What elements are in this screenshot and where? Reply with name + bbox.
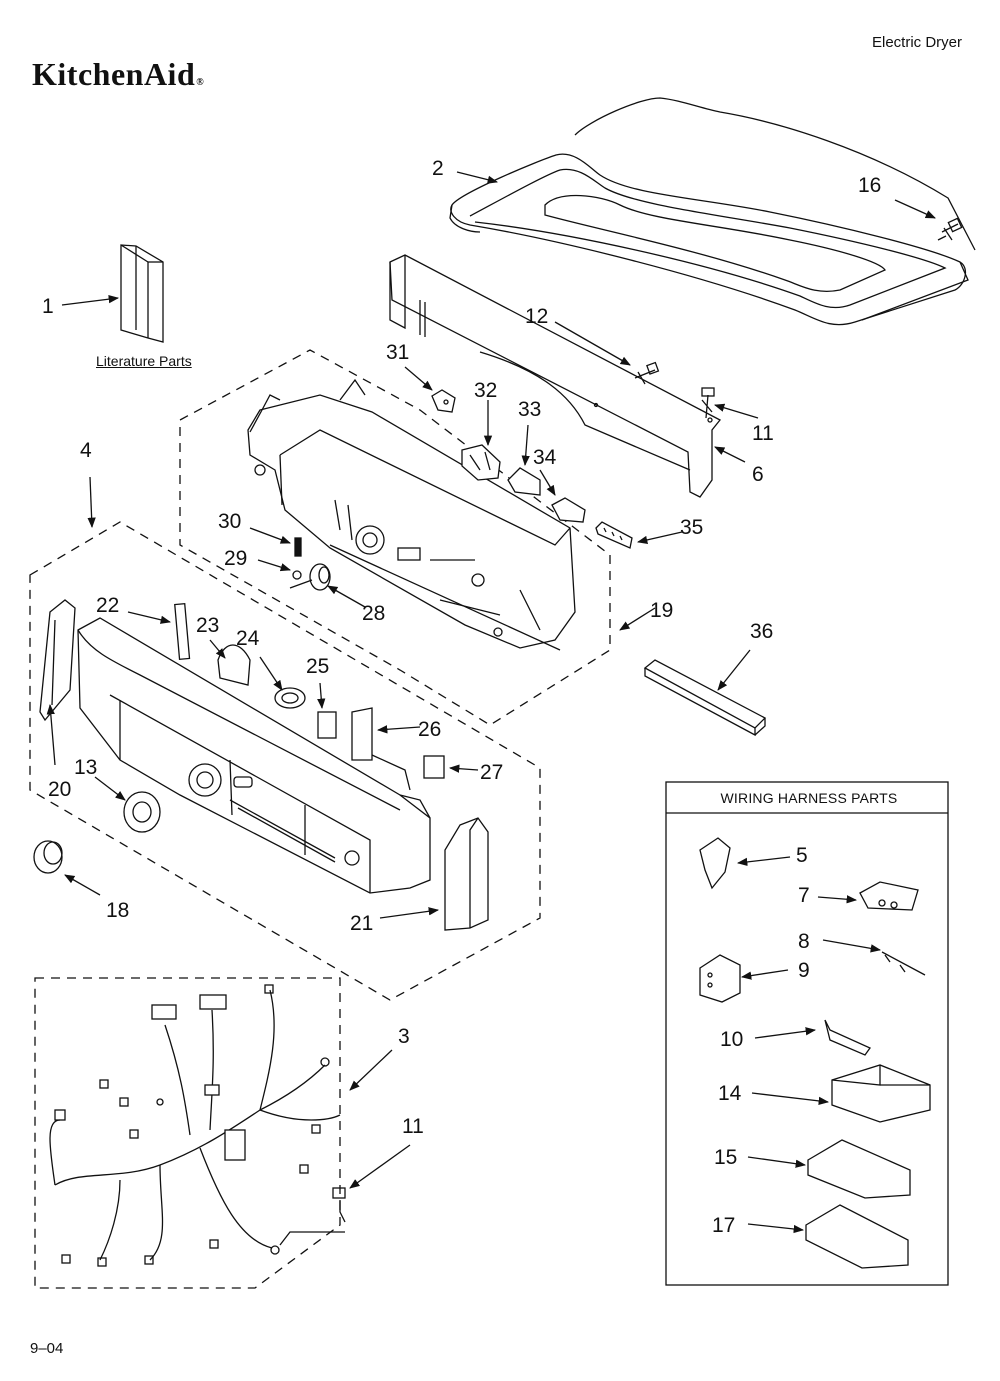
- callout-14: 14: [718, 1082, 742, 1105]
- ball-29: [292, 570, 302, 580]
- callout-30: 30: [218, 510, 241, 533]
- literature-parts-label: Literature Parts: [96, 353, 192, 369]
- callout-32: 32: [474, 379, 497, 402]
- top-panel: [449, 97, 976, 326]
- callout-11-bottom: 11: [402, 1115, 424, 1138]
- callout-19: 19: [650, 599, 673, 622]
- callout-33: 33: [518, 398, 541, 421]
- callout-24: 24: [236, 627, 260, 650]
- group-4-boundary: [29, 521, 541, 1001]
- spring-30: [294, 537, 302, 557]
- callout-4: 4: [80, 439, 92, 462]
- callout-15: 15: [714, 1146, 737, 1169]
- screw-12: [634, 361, 660, 385]
- wiring-harness-title: WIRING HARNESS PARTS: [720, 790, 898, 806]
- knob-18: [33, 840, 63, 874]
- terminal-8: [881, 951, 926, 976]
- callout-25: 25: [306, 655, 329, 678]
- strip-36: [643, 659, 767, 737]
- rear-bracket: [389, 254, 722, 498]
- screw-16: [937, 217, 963, 241]
- literature-booklet: [120, 244, 164, 343]
- housing-7: [859, 881, 919, 911]
- button-25: [317, 711, 337, 739]
- registered-mark: ®: [196, 77, 205, 88]
- end-cap-21: [444, 817, 489, 931]
- clip-32: [461, 444, 501, 481]
- clip-33: [507, 467, 541, 496]
- lens-24: [274, 687, 306, 709]
- buttons-26: [351, 707, 411, 791]
- callout-20: 20: [48, 778, 71, 801]
- side-trim-20: [39, 599, 76, 722]
- terminal-10: [824, 1019, 871, 1056]
- callout-2: 2: [432, 157, 444, 180]
- callout-13: 13: [74, 756, 97, 779]
- callout-12: 12: [525, 305, 548, 328]
- callout-28: 28: [362, 602, 385, 625]
- clip-34: [551, 497, 586, 523]
- lens-22: [174, 602, 191, 661]
- switch-28: [289, 563, 331, 591]
- callout-27: 27: [480, 761, 503, 784]
- callout-35: 35: [680, 516, 703, 539]
- callout-26: 26: [418, 718, 441, 741]
- callout-29: 29: [224, 547, 247, 570]
- brand-name: KitchenAid: [32, 56, 196, 92]
- callout-5: 5: [796, 844, 808, 867]
- housing-15: [807, 1139, 911, 1199]
- harness-clip-5: [699, 837, 731, 890]
- callout-31: 31: [386, 341, 409, 364]
- document-title: Electric Dryer: [871, 34, 962, 51]
- callout-36: 36: [750, 620, 773, 643]
- control-console: [77, 617, 431, 894]
- connector-35: [595, 521, 633, 549]
- knob-13: [123, 791, 161, 833]
- housing-17: [805, 1204, 909, 1269]
- callout-3: 3: [398, 1025, 410, 1048]
- screw-11-top: [701, 387, 715, 419]
- callout-6: 6: [752, 463, 764, 486]
- callout-21: 21: [350, 912, 373, 935]
- callout-10: 10: [720, 1028, 743, 1051]
- connector-9: [699, 954, 741, 1003]
- callout-34: 34: [533, 446, 557, 469]
- screw-11-bottom: [279, 1187, 346, 1246]
- callout-16: 16: [858, 174, 881, 197]
- callout-22: 22: [96, 594, 119, 617]
- wiring-harness-box: [665, 781, 949, 1286]
- callout-1: 1: [42, 295, 54, 318]
- control-board-assembly: [247, 378, 576, 651]
- callout-9: 9: [798, 959, 810, 982]
- callout-8: 8: [798, 930, 810, 953]
- switch-23: [217, 644, 251, 686]
- clip-31: [431, 389, 456, 413]
- callout-7: 7: [798, 884, 810, 907]
- callout-17: 17: [712, 1214, 735, 1237]
- page-code: 9–04: [30, 1340, 64, 1357]
- callout-18: 18: [106, 899, 129, 922]
- brand-logo: KitchenAid®: [32, 56, 204, 93]
- housing-14: [831, 1064, 931, 1123]
- leader-arrows: [46, 171, 936, 1234]
- callout-11-top: 11: [752, 422, 774, 445]
- button-27: [423, 755, 445, 779]
- wire-harness: [49, 984, 341, 1267]
- harness-boundary: [34, 977, 341, 1289]
- callout-23: 23: [196, 614, 219, 637]
